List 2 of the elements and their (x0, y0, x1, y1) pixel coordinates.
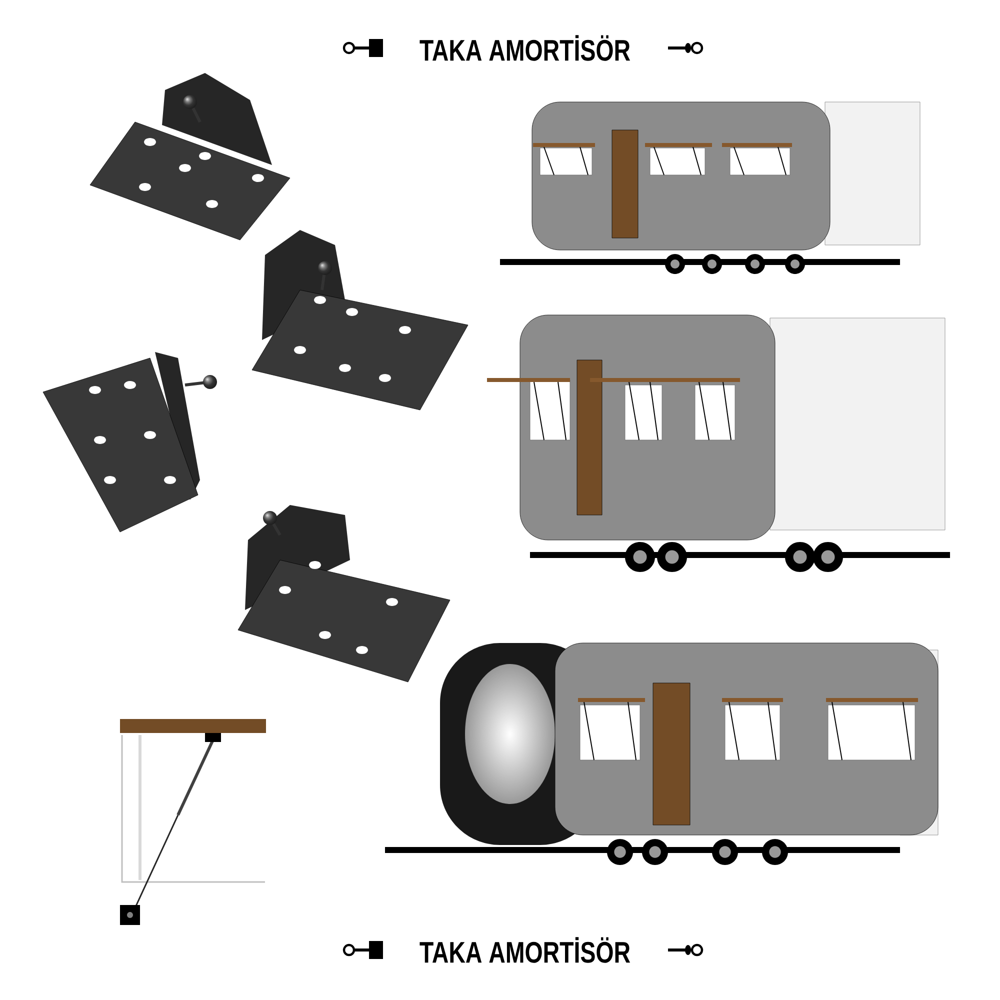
heading: TAKA AMORTİSÖR (420, 35, 630, 61)
heading: TAKA AMORTİSÖR (420, 937, 630, 963)
